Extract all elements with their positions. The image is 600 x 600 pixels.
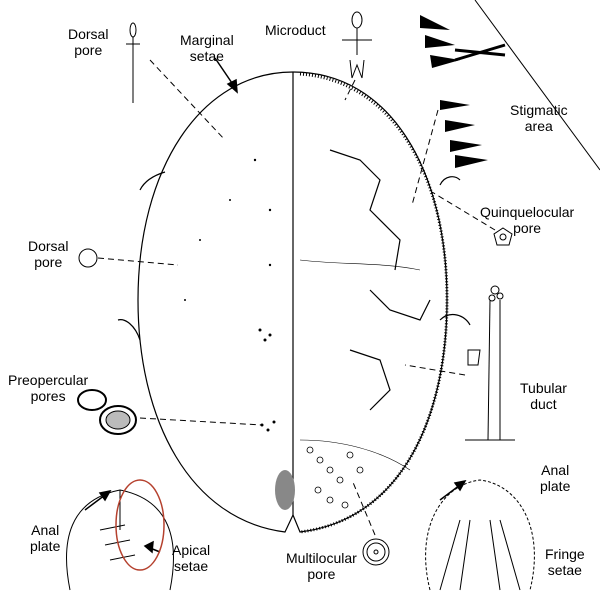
label-preopercular-pores: Preopercular pores bbox=[8, 372, 89, 404]
label-fringe-setae: Fringe setae bbox=[545, 546, 585, 578]
tubular-duct-icon bbox=[465, 285, 515, 441]
label-stigmatic-area: Stigmatic area bbox=[510, 102, 568, 134]
label-tubular-duct: Tubular duct bbox=[520, 380, 567, 412]
label-quinquelocular-pore: Quinquelocular pore bbox=[480, 204, 575, 236]
label-microduct: Microduct bbox=[265, 22, 326, 38]
stigmatic-setae-icon bbox=[420, 15, 488, 168]
label-multilocular-pore: Multilocular pore bbox=[286, 550, 357, 582]
anal-plate-left-icon bbox=[66, 489, 174, 591]
multilocular-pores-cluster bbox=[306, 446, 364, 509]
label-anal-plate-right: Anal plate bbox=[540, 462, 571, 494]
fringe-setae-icon bbox=[439, 519, 521, 591]
label-marginal-setae: Marginal setae bbox=[180, 32, 234, 64]
dorsal-pores-dots bbox=[184, 158, 276, 432]
label-apical-setae: Apical setae bbox=[172, 542, 211, 574]
label-anal-plate-left: Anal plate bbox=[30, 522, 61, 554]
anal-plate-right-icon bbox=[425, 479, 535, 591]
apical-setae-highlight bbox=[115, 479, 165, 571]
preopercular-pores-icon bbox=[77, 389, 137, 435]
multilocular-pore-icon bbox=[362, 538, 390, 566]
dorsal-pore-seta-icon bbox=[126, 22, 140, 103]
stigmatic-spiracle-icon bbox=[454, 0, 600, 171]
microduct-icon bbox=[342, 11, 372, 79]
label-dorsal-pore-mid: Dorsal pore bbox=[28, 238, 69, 270]
dorsal-pore-icon bbox=[78, 248, 98, 268]
label-dorsal-pore-top: Dorsal pore bbox=[68, 26, 109, 58]
quinquelocular-pore-icon bbox=[493, 227, 513, 246]
